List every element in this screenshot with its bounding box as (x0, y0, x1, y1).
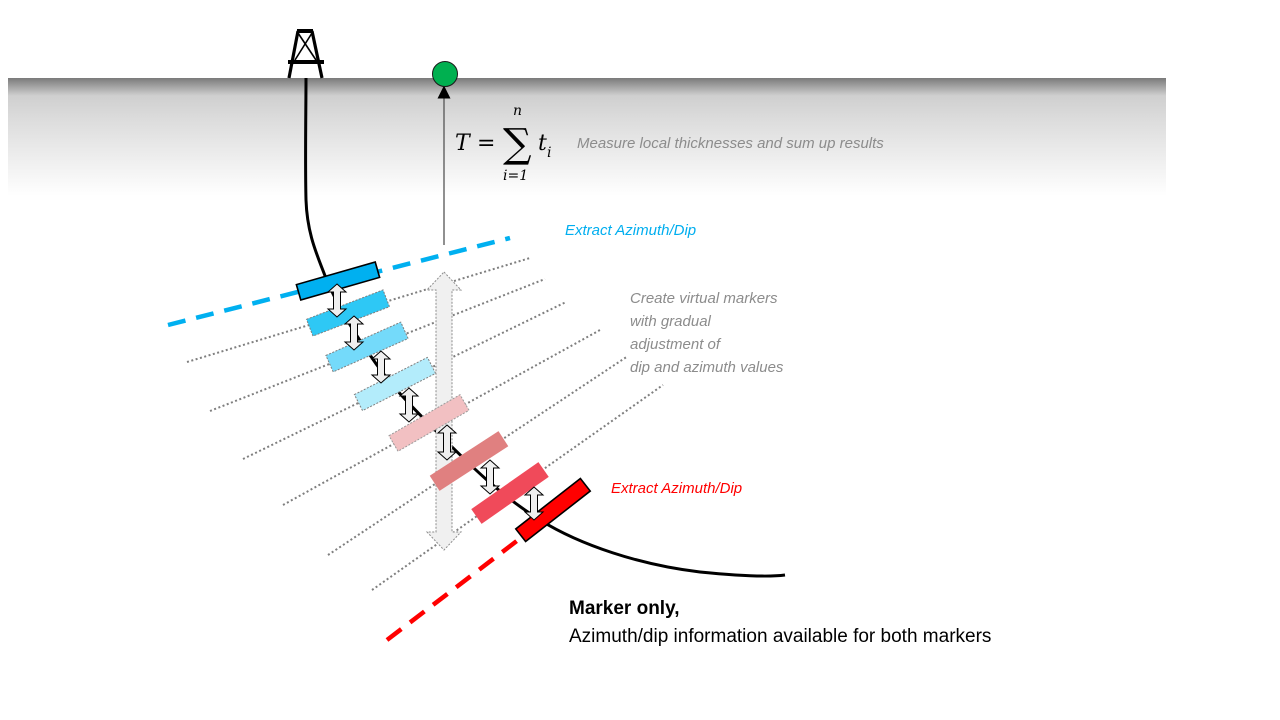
formula-lhs: T (455, 131, 470, 156)
virtual-markers-note-line: adjustment of (630, 336, 721, 353)
virtual-marker (471, 462, 549, 524)
bottom-marker-plane (385, 535, 524, 642)
bottom-marker-note: Extract Azimuth/Dip (611, 480, 743, 497)
formula-note: Measure local thicknesses and sum up res… (577, 135, 884, 152)
local-thickness-arrow (326, 283, 348, 318)
local-thickness-arrow (436, 424, 458, 461)
virtual-markers-note-line: dip and azimuth values (630, 359, 784, 376)
virtual-marker (429, 431, 509, 491)
virtual-marker (305, 289, 391, 337)
virtual-plane (371, 384, 664, 591)
local-thickness-arrow (343, 315, 365, 351)
subsurface-band (8, 78, 1166, 196)
virtual-markers-note-line: Create virtual markers (630, 290, 778, 307)
virtual-markers-note: Create virtual markers with gradual adju… (630, 287, 783, 379)
virtual-marker (353, 356, 437, 412)
formula-sum-operator: ∑ (503, 121, 532, 167)
footer-title: Marker only, (569, 598, 680, 619)
thickness-sum-formula: T = n ∑ i=1 t i (455, 100, 565, 190)
well-trajectory (304, 77, 786, 578)
bottom-marker (514, 477, 592, 543)
virtual-plane (242, 301, 567, 460)
virtual-marker (325, 321, 409, 373)
virtual-markers-note-line: with gradual (630, 313, 711, 330)
virtual-marker (388, 394, 470, 452)
formula-upper-limit: n (513, 103, 523, 119)
formula-equals: = (477, 131, 496, 156)
virtual-plane (186, 257, 531, 363)
local-thickness-arrow (370, 350, 392, 384)
local-thickness-arrow (523, 486, 545, 521)
local-thickness-arrow (398, 387, 420, 423)
formula-term-subscript: i (547, 145, 552, 161)
formula-lower-limit: i=1 (503, 168, 529, 184)
footer-subtitle: Azimuth/dip information available for bo… (569, 626, 992, 647)
drilling-rig-icon (287, 29, 324, 79)
formula-term: t (538, 131, 547, 156)
local-thickness-arrow (479, 459, 501, 495)
green-circle-marker (432, 61, 458, 87)
top-marker-note: Extract Azimuth/Dip (565, 222, 697, 239)
